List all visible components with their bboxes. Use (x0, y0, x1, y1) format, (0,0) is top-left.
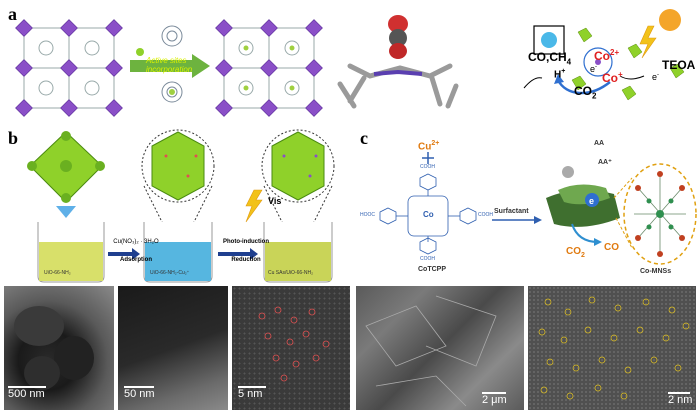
scalebar-label-5nm: 5 nm (238, 388, 263, 400)
coplus-sup: + (618, 70, 623, 79)
scalebar-label-2nm: 2 nm (668, 394, 693, 406)
aa-label: AA (594, 140, 605, 147)
panel-label-a: a (8, 4, 17, 24)
coplus-label: Co (602, 71, 618, 85)
products-sub: 4 (566, 57, 572, 67)
co2-label-a: CO (574, 84, 592, 98)
porphyrin-co2-model (337, 15, 459, 109)
aa-plus-label: AA⁺ (598, 159, 612, 166)
sem-image-2um: 2 μm (356, 286, 524, 410)
scalebar-label-50nm: 50 nm (124, 388, 155, 400)
lightning-icon (639, 25, 657, 59)
electron-a1: e (590, 64, 596, 74)
step1-line2: Adsorption (120, 257, 152, 263)
step1-line1: Cu(NO₃)₂ · 3H₂O (113, 239, 159, 245)
products-label: CO,CH (528, 50, 567, 64)
co2-sub-c: 2 (581, 252, 585, 259)
cotcpp-label: CoTCPP (418, 266, 446, 273)
electron-c: e (589, 196, 595, 206)
mof-lattice-before (15, 19, 123, 117)
surfactant-label: Surfactant (494, 208, 529, 215)
co2plus-sup: 2+ (610, 48, 620, 57)
co2-label-c: CO (566, 246, 581, 257)
cooh-right: COOH (478, 212, 493, 218)
tem-image-500nm: 500 nm (4, 286, 114, 410)
electron-a1-sup: - (595, 64, 598, 70)
beaker2-label: UiO-66-NH₂-Cu₂⁺ (150, 270, 190, 276)
h-plus: H (554, 69, 562, 81)
green-arrow (130, 54, 210, 78)
panel-b-scheme (27, 129, 335, 283)
electron-a2-sup: - (657, 72, 660, 78)
hooc-left: HOOC (360, 212, 375, 218)
scalebar-label-500nm: 500 nm (8, 388, 45, 400)
mof-lattice-after (215, 19, 323, 117)
co-center-label: Co (423, 210, 434, 219)
beaker1-label: UiO-66-NH₂ (44, 270, 71, 276)
cu-ion-sup: 2+ (431, 140, 440, 147)
arrow-label-line2: incorporation (146, 65, 193, 74)
cooh-bottom: COOH (420, 256, 435, 262)
panel-label-c: c (360, 128, 368, 148)
panel-label-b: b (8, 128, 19, 148)
arrow-label-line1: Active sites (146, 56, 187, 65)
tem-image-5nm: 5 nm (232, 286, 350, 410)
step2-line2: Reduction (231, 257, 261, 263)
panel-c-scheme (379, 152, 697, 265)
cooh-top: COOH (420, 164, 435, 170)
teoa-label: TEOA (662, 58, 696, 72)
scalebar-label-2um: 2 μm (482, 394, 507, 406)
vis-lightning-icon (245, 189, 263, 223)
mechanism-scheme (523, 9, 685, 101)
comnss-label: Co-MNSs (640, 268, 672, 275)
co-atom-markers (538, 296, 690, 400)
cu-ion-label: Cu (418, 141, 432, 153)
incorporation-arrow-group (130, 25, 210, 103)
haadf-image-2nm: 2 nm (528, 286, 696, 410)
beaker3-label: Cu SAs/UiO-66-NH₂ (268, 270, 314, 276)
single-atom-markers (258, 306, 330, 382)
tem-image-50nm: 50 nm (118, 286, 228, 410)
co2-sub-a: 2 (592, 91, 597, 101)
vis-label: Vis (268, 196, 282, 206)
step2-line1: Photo-induction (223, 239, 269, 245)
co2plus-label: Co (594, 49, 610, 63)
co-label-c: CO (604, 242, 619, 253)
electron-a2: e (652, 72, 658, 82)
h-plus-sup: + (561, 68, 566, 75)
